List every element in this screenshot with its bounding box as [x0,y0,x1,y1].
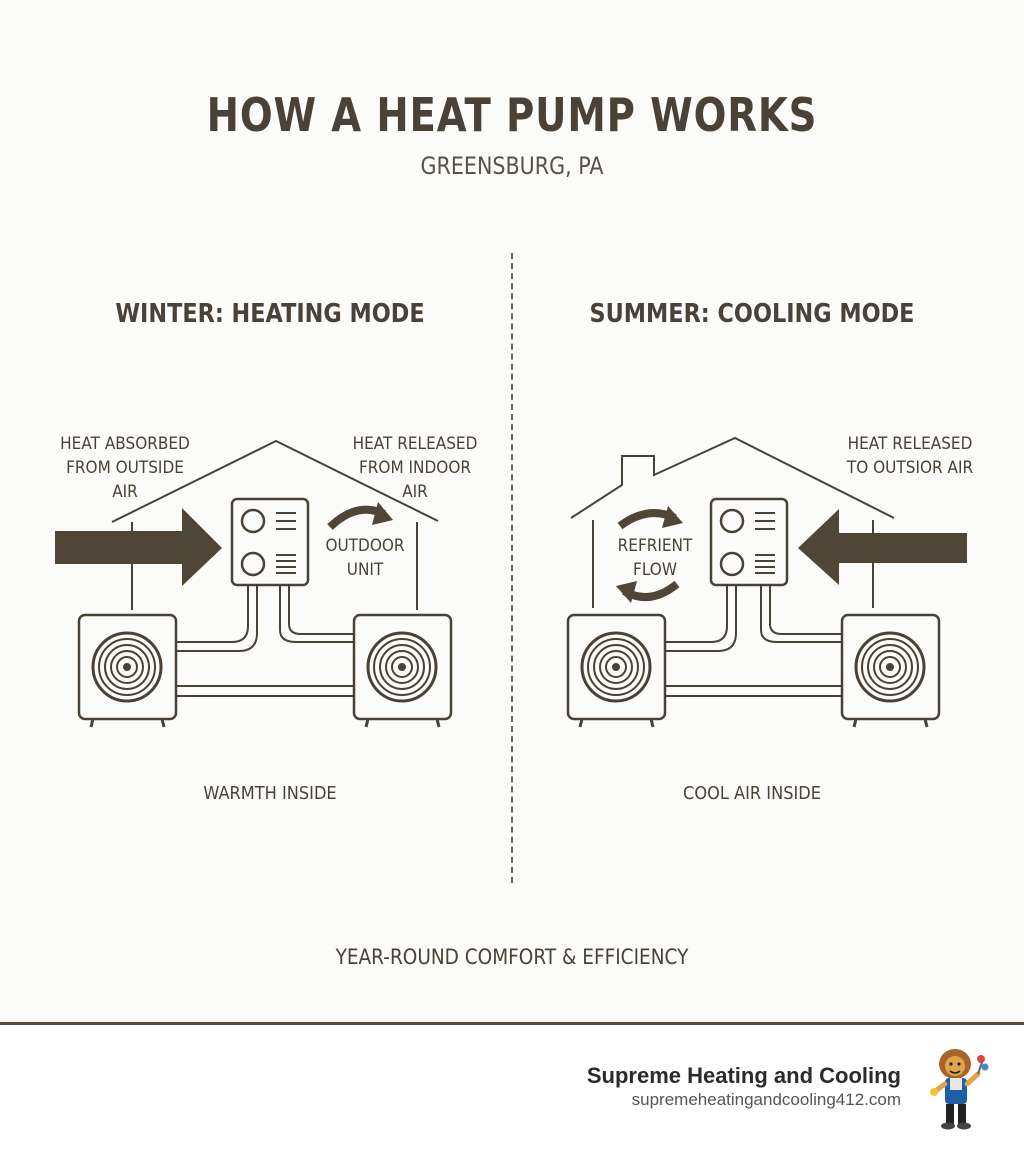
lion-mascot-icon [930,1049,989,1130]
summer-label-right: HEAT RELEASED TO OUTSIOR AIR [838,432,982,480]
summer-outdoor-condenser-icon [566,613,667,729]
summer-mode-title: SUMMER: COOLING MODE [589,299,915,329]
page-title: HOW A HEAT PUMP WORKS [206,88,818,142]
winter-label-left-line1: HEAT ABSORBED [60,434,190,454]
summer-caption: COOL AIR INSIDE [683,783,821,804]
footer [0,1025,1024,1154]
winter-label-left: HEAT ABSORBED FROM OUTSIDE AIR [58,432,193,504]
winter-inner-line1: OUTDOOR [325,536,405,556]
summer-inner-label: REFRIENT FLOW [610,534,700,582]
brand-url: supremeheatingandcooling412.com [631,1090,901,1109]
summer-label-right-line1: HEAT RELEASED [847,434,973,454]
tagline: YEAR-ROUND COMFORT & EFFICIENCY [335,945,689,969]
winter-cycle-arrow-icon [327,502,393,530]
winter-mode-title: WINTER: HEATING MODE [115,299,425,329]
summer-label-right-line2: TO OUTSIOR AIR [846,458,974,478]
summer-cycle-arrows-icon [616,506,683,603]
winter-label-right-line1: HEAT RELEASED [352,434,478,454]
winter-outdoor-condenser-icon [77,613,178,729]
page-subtitle: GREENSBURG, PA [420,152,604,180]
center-divider [511,253,513,883]
summer-exhaust-arrow-icon [798,509,967,585]
summer-pipes [665,585,842,697]
summer-indoor-coil-icon [840,613,941,729]
winter-label-left-line2: FROM OUTSIDE AIR [66,458,184,502]
winter-pipes [176,585,354,697]
winter-label-right-line2: FROM INDOOR AIR [359,458,471,502]
winter-intake-arrow-icon [55,508,222,586]
footer-rule [0,1022,1024,1025]
winter-label-right: HEAT RELEASED FROM INDOOR AIR [348,432,483,504]
brand-name: Supreme Heating and Cooling [586,1063,901,1088]
summer-inner-line1: REFRIENT [617,536,693,556]
summer-indoor-unit-icon [709,497,789,587]
winter-caption: WARMTH INSIDE [203,783,337,804]
winter-inner-line2: UNIT [346,560,384,580]
winter-indoor-coil-icon [352,613,453,729]
summer-inner-line2: FLOW [633,560,677,580]
winter-inner-label: OUTDOOR UNIT [325,534,406,582]
winter-indoor-unit-icon [230,497,310,587]
